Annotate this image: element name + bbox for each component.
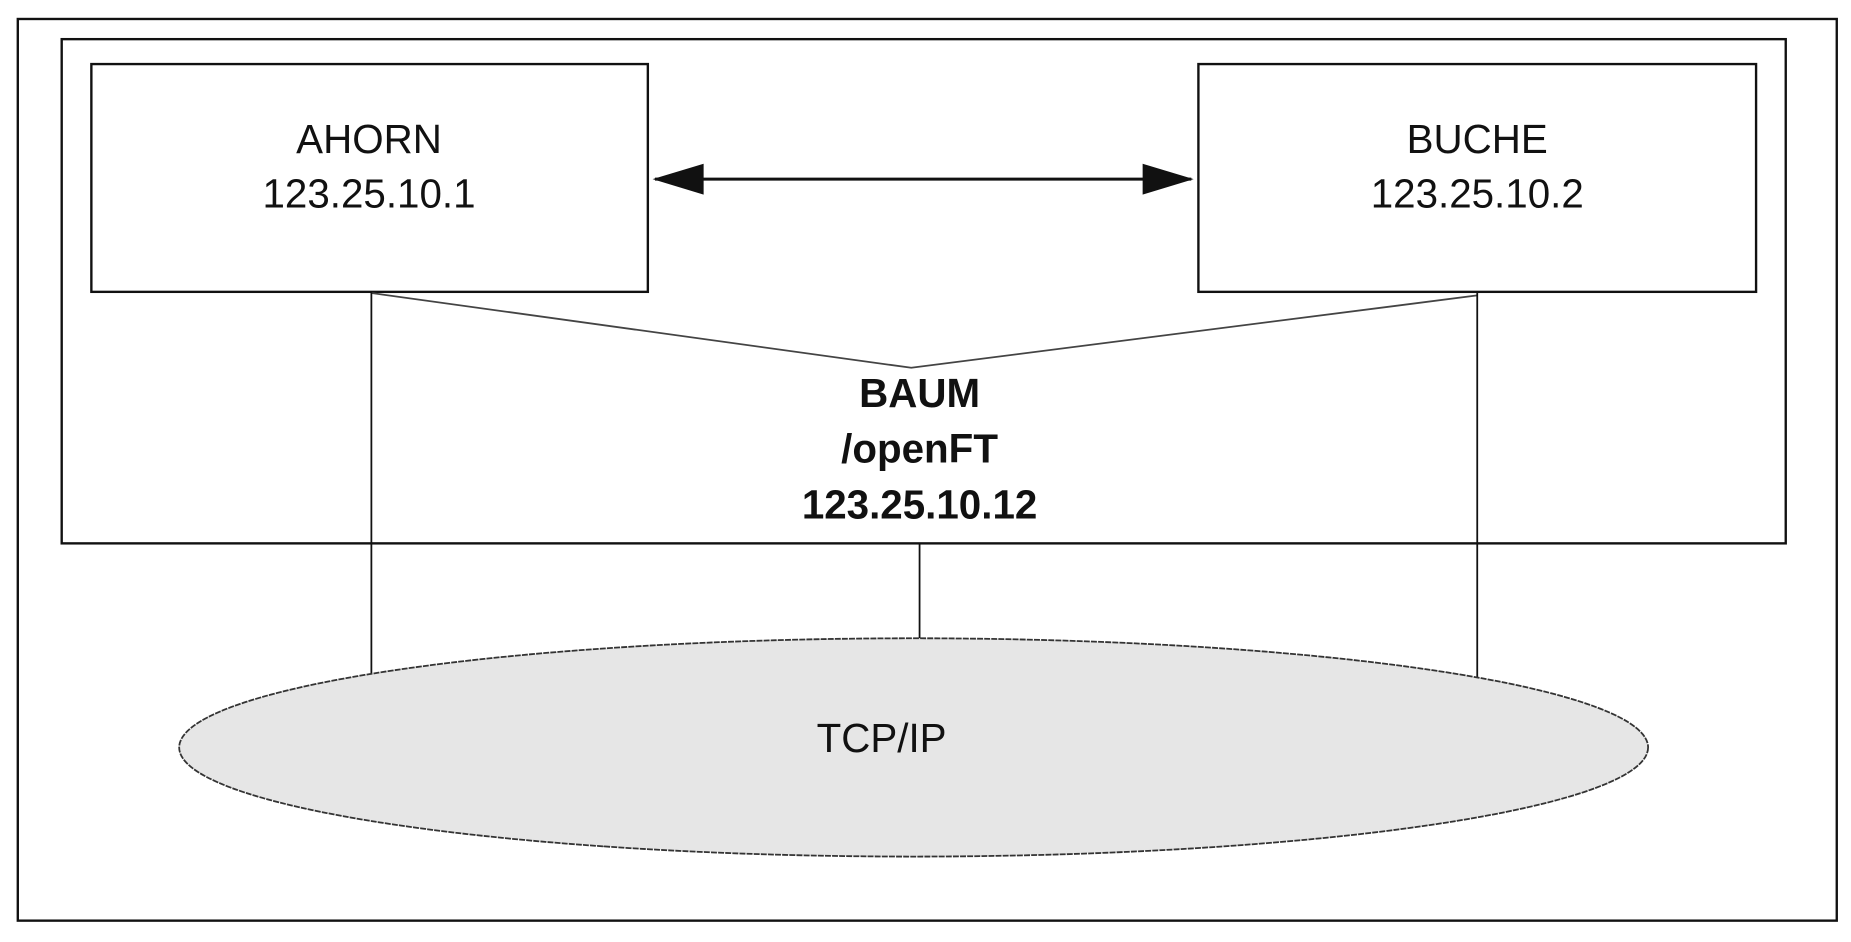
outer-frame xyxy=(16,17,1838,922)
tcpip-network xyxy=(178,637,1649,858)
buche-name: BUCHE xyxy=(1407,116,1548,162)
cluster-subname: /openFT xyxy=(841,426,998,472)
cluster-box xyxy=(60,37,1787,545)
ahorn-ip: 123.25.10.1 xyxy=(262,171,475,217)
arrowhead-left-icon xyxy=(652,163,704,195)
network-label: TCP/IP xyxy=(817,715,947,761)
arrowhead-right-icon xyxy=(1142,163,1194,195)
buche-ip: 123.25.10.2 xyxy=(1371,171,1584,217)
ahorn-box xyxy=(90,62,650,294)
cluster-link-lines xyxy=(371,292,1478,369)
cluster-name: BAUM xyxy=(859,370,980,416)
cluster-ip: 123.25.10.12 xyxy=(802,481,1037,527)
ahorn-name: AHORN xyxy=(296,116,442,162)
